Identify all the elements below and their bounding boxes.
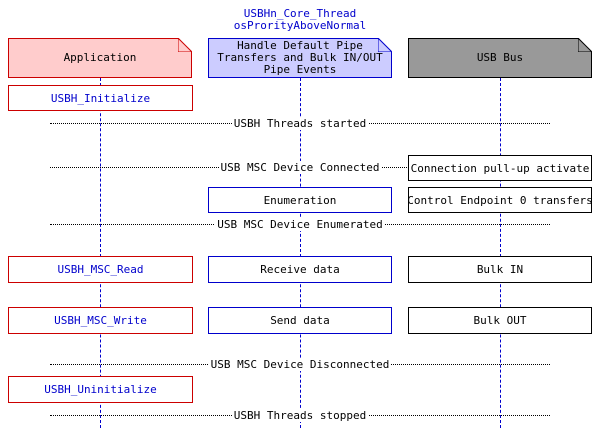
bulk-out-box: Bulk OUT <box>408 307 592 334</box>
send-data-box: Send data <box>208 307 392 334</box>
application-header-label: Application <box>63 51 137 64</box>
usb-bus-header: USB Bus <box>408 38 592 78</box>
separator-threads-started-wrap: USBH Threads started <box>50 117 550 130</box>
core-thread-header-label: Handle Default Pipe Transfers and Bulk I… <box>217 39 383 76</box>
msc-read-box: USBH_MSC_Read <box>8 256 193 283</box>
control-transfers-box: Control Endpoint 0 transfers <box>407 187 593 213</box>
separator-device-connected-wrap: USB MSC Device Connected <box>50 161 550 174</box>
core-thread-header: Handle Default Pipe Transfers and Bulk I… <box>208 38 392 78</box>
application-header-fold <box>178 38 192 52</box>
control-transfers-label: Control Endpoint 0 transfers <box>407 193 593 207</box>
usb-bus-header-fold <box>578 38 592 52</box>
receive-data-box: Receive data <box>208 256 392 283</box>
bulk-in-label: Bulk IN <box>476 263 524 276</box>
msc-read-label: USBH_MSC_Read <box>57 263 144 276</box>
thread-title: USBHn_Core_Thread osProrityAboveNormal <box>200 8 400 32</box>
msc-write-box: USBH_MSC_Write <box>8 307 193 334</box>
separator-threads-stopped-label: USBH Threads stopped <box>231 409 369 422</box>
receive-data-label: Receive data <box>260 263 340 276</box>
separator-device-disconnected-label: USB MSC Device Disconnected <box>208 358 392 371</box>
separator-device-enumerated-wrap: USB MSC Device Enumerated <box>50 218 550 231</box>
send-data-label: Send data <box>270 314 330 327</box>
bulk-out-label: Bulk OUT <box>473 314 527 327</box>
pullup-box: Connection pull-up activate <box>408 155 592 181</box>
usbh-initialize-label: USBH_Initialize <box>50 91 151 105</box>
usb-bus-header-label: USB Bus <box>476 51 524 64</box>
separator-threads-stopped-wrap: USBH Threads stopped <box>50 409 550 422</box>
separator-device-enumerated-label: USB MSC Device Enumerated <box>215 218 385 231</box>
usbh-uninitialize-label: USBH_Uninitialize <box>44 383 157 396</box>
application-header: Application <box>8 38 192 78</box>
msc-write-label: USBH_MSC_Write <box>54 314 147 327</box>
core-thread-lifeline <box>300 78 301 428</box>
enumeration-label: Enumeration <box>263 193 337 207</box>
separator-device-disconnected-wrap: USB MSC Device Disconnected <box>50 358 550 371</box>
thread-name: USBHn_Core_Thread <box>243 7 357 20</box>
core-thread-header-fold <box>378 38 392 52</box>
pullup-label: Connection pull-up activate <box>410 161 590 175</box>
usbh-uninitialize-box: USBH_Uninitialize <box>8 376 193 403</box>
separator-device-connected-label: USB MSC Device Connected <box>218 161 382 174</box>
usb-bus-lifeline <box>500 78 501 428</box>
separator-threads-started-label: USBH Threads started <box>231 117 369 130</box>
usbh-initialize-box: USBH_Initialize <box>8 85 193 111</box>
thread-priority: osProrityAboveNormal <box>233 19 367 32</box>
bulk-in-box: Bulk IN <box>408 256 592 283</box>
application-lifeline <box>100 78 101 428</box>
enumeration-box: Enumeration <box>208 187 392 213</box>
